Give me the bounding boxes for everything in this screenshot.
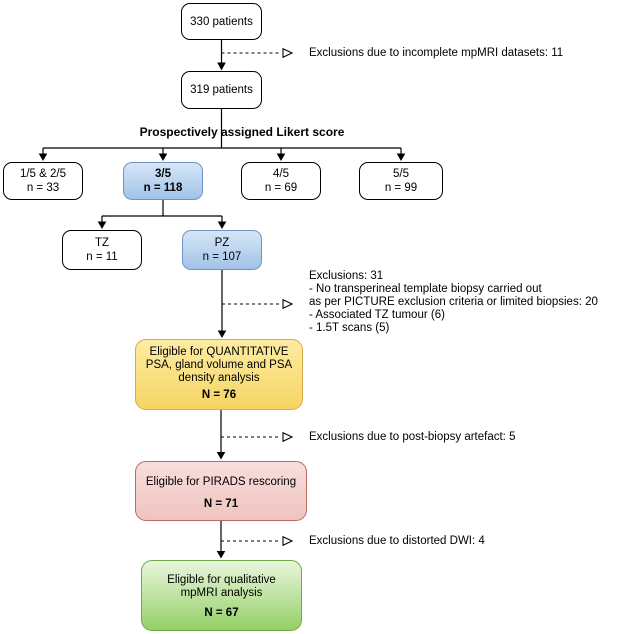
node-patients-330: 330 patients [181, 3, 262, 40]
exclusion-biopsy-line5: - 1.5T scans (5) [309, 321, 390, 334]
exclusion-biopsy-line1: Exclusions: 31 [309, 269, 384, 282]
node-likert-4-n: n = 69 [264, 182, 298, 194]
solid-connector-lines [42, 40, 402, 551]
node-likert-5-score: 5/5 [393, 168, 409, 180]
open-arrowhead-post-biopsy [282, 431, 294, 443]
node-pz-zone: PZ [214, 237, 230, 249]
likert-score-header: Prospectively assigned Likert score [139, 125, 345, 139]
exclusion-biopsy-line4: - Associated TZ tumour (6) [309, 308, 445, 321]
node-pirads-rescoring: Eligible for PIRADS rescoring N = 71 [135, 461, 307, 521]
node-likert-1-2-score: 1/5 & 2/5 [19, 168, 67, 180]
node-quantitative-label-line2: PSA, gland volume and PSA [145, 359, 293, 371]
exclusion-biopsy-block: Exclusions: 31 - No transperineal templa… [309, 270, 598, 335]
node-likert-4: 4/5 n = 69 [241, 162, 321, 200]
node-pz-n: n = 107 [202, 251, 242, 263]
node-likert-4-score: 4/5 [273, 168, 289, 180]
open-arrowheads [282, 47, 294, 547]
arrowhead-likert4 [276, 153, 286, 161]
arrowhead-tz [97, 221, 107, 229]
arrowhead-likert3 [158, 153, 168, 161]
node-likert-3-n: n = 118 [143, 182, 183, 194]
node-likert-1-2: 1/5 & 2/5 n = 33 [3, 162, 83, 200]
node-quantitative-label: Eligible for QUANTITATIVE PSA, gland vol… [146, 346, 292, 385]
arrowhead-pz [217, 221, 227, 229]
node-tz-n: n = 11 [86, 251, 118, 263]
node-patients-330-label: 330 patients [190, 15, 253, 28]
node-qualitative-n: N = 67 [204, 607, 239, 619]
exclusion-distorted-dwi: Exclusions due to distorted DWI: 4 [309, 534, 485, 547]
node-quantitative-label-line1: Eligible for QUANTITATIVE [149, 346, 289, 358]
arrowhead-likert12 [38, 153, 48, 161]
node-patients-319: 319 patients [181, 71, 262, 109]
open-arrowhead-biopsy [282, 298, 294, 310]
exclusion-biopsy-line2: - No transperineal template biopsy carri… [309, 282, 542, 295]
exclusion-incomplete-mpmri: Exclusions due to incomplete mpMRI datas… [309, 46, 564, 59]
node-likert-3-score: 3/5 [155, 168, 171, 180]
arrowhead-qualitative [216, 551, 226, 559]
node-quantitative-n: N = 76 [201, 389, 237, 401]
solid-arrowheads [38, 62, 406, 559]
node-likert-1-2-n: n = 33 [26, 182, 60, 194]
node-pz: PZ n = 107 [182, 230, 262, 270]
node-qualitative-label-line2: mpMRI analysis [180, 587, 263, 599]
node-tz-zone: TZ [94, 237, 110, 249]
node-patients-319-label: 319 patients [190, 84, 253, 96]
node-quantitative-analysis: Eligible for QUANTITATIVE PSA, gland vol… [135, 339, 303, 410]
node-qualitative-label: Eligible for qualitative mpMRI analysis [167, 574, 276, 600]
node-tz: TZ n = 11 [62, 230, 142, 270]
arrowhead-319 [217, 62, 226, 71]
node-pirads-n: N = 71 [203, 498, 239, 510]
open-arrowhead-incomplete-mpmri [282, 47, 294, 59]
node-pirads-label: Eligible for PIRADS rescoring [145, 476, 297, 488]
node-likert-3: 3/5 n = 118 [123, 162, 203, 200]
node-likert-5: 5/5 n = 99 [359, 162, 443, 200]
exclusion-biopsy-line3: as per PICTURE exclusion criteria or lim… [309, 295, 598, 308]
arrowhead-likert5 [396, 153, 406, 161]
arrowhead-quantitative [217, 330, 227, 338]
node-qualitative-label-line1: Eligible for qualitative [167, 574, 276, 586]
arrowhead-pirads [216, 452, 226, 460]
node-qualitative-analysis: Eligible for qualitative mpMRI analysis … [141, 560, 302, 631]
node-likert-5-n: n = 99 [384, 182, 418, 194]
open-arrowhead-distorted-dwi [282, 535, 294, 547]
exclusion-post-biopsy: Exclusions due to post-biopsy artefact: … [309, 430, 516, 443]
node-quantitative-label-line3: density analysis [178, 372, 260, 384]
dashed-exclusion-lines [221, 52, 281, 542]
